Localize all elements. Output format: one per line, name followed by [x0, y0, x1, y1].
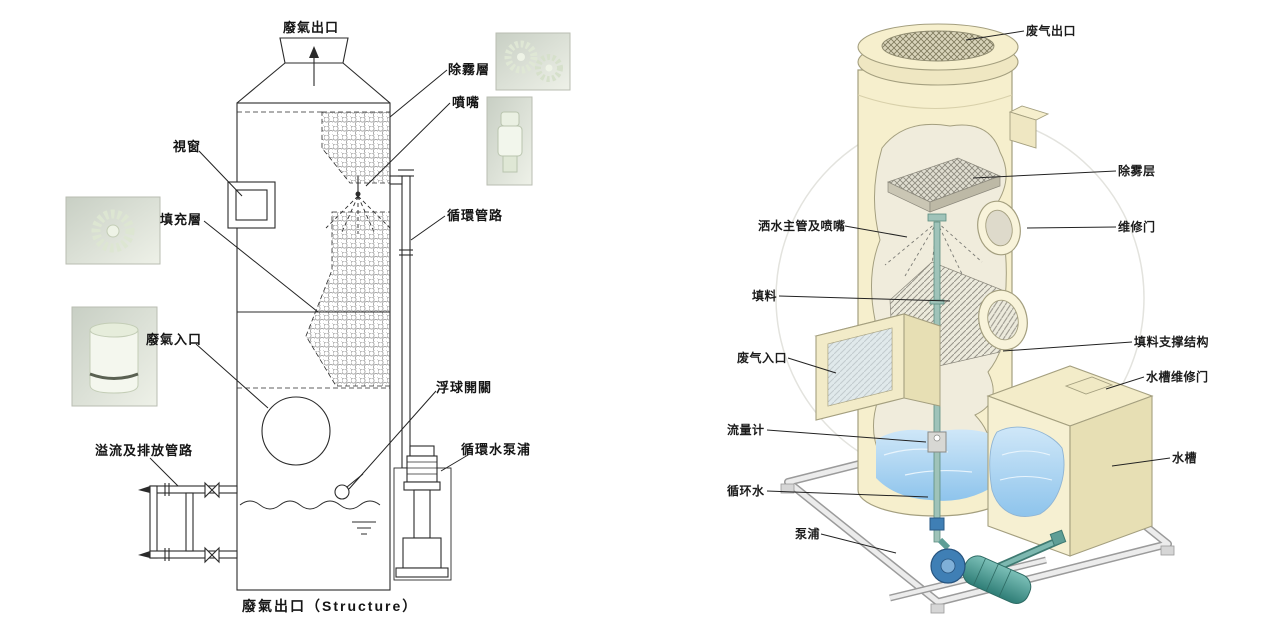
- label-demister-right: 除雾层: [1118, 164, 1156, 178]
- label-outlet-top: 廢氣出口: [283, 20, 340, 35]
- water-line: [239, 500, 381, 510]
- overflow-drain-piping: [138, 481, 238, 564]
- gas-inlet-port: [261, 396, 331, 466]
- maintenance-door-port: [977, 200, 1021, 256]
- packing-support-port: [978, 289, 1028, 351]
- demister-layer: [322, 112, 390, 183]
- photo-tank-cup: [71, 306, 158, 407]
- pump-assembly-3d: [930, 529, 1067, 604]
- label-tank-door: 水槽维修门: [1146, 370, 1209, 384]
- right-leader-lines: [766, 30, 1171, 554]
- gas-outlet-flange: [857, 23, 1019, 86]
- label-flow-meter: 流量计: [727, 423, 765, 437]
- pipe-valve: [929, 517, 945, 531]
- left-diagram-caption: 廢氣出口（Structure）: [242, 598, 419, 614]
- label-water-tank: 水槽: [1172, 451, 1198, 465]
- label-nozzle: 噴嘴: [452, 95, 481, 110]
- outlet-grating: [881, 30, 995, 62]
- label-window: 視窗: [173, 139, 202, 154]
- flow-meter-device: [927, 431, 947, 453]
- label-gas-inlet-left: 廢氣入口: [146, 332, 203, 347]
- label-packing-left: 填充層: [160, 212, 203, 227]
- packing-layer: [306, 212, 390, 386]
- tank-water-cutaway: [989, 426, 1065, 517]
- label-packing-right: 填料: [752, 289, 778, 303]
- left-structure-drawing: [138, 37, 452, 591]
- stub-flange: [1008, 105, 1050, 149]
- photo-packing-media: [65, 196, 161, 265]
- demister-slab-3d: [887, 157, 1001, 213]
- label-spray-header: 洒水主管及喷嘴: [758, 219, 846, 233]
- label-circulation-pipe: 循環管路: [447, 208, 504, 223]
- label-overflow-pipe: 溢流及排放管路: [95, 443, 194, 458]
- label-gas-inlet-right: 废气入口: [737, 351, 788, 365]
- circulation-pump-assembly: [393, 445, 452, 581]
- photo-insets: [65, 32, 571, 407]
- label-gas-outlet: 废气出口: [1026, 24, 1077, 38]
- label-float-switch: 浮球開關: [436, 380, 493, 395]
- label-circulation-water: 循环水: [727, 484, 765, 498]
- label-circulation-pump: 循環水泵浦: [461, 442, 532, 457]
- water-tank: [986, 365, 1154, 557]
- nozzle-tip: [355, 191, 361, 197]
- photo-demister-media: [495, 32, 571, 91]
- tank-top-door: [1064, 376, 1114, 395]
- float-switch-ball: [334, 484, 350, 500]
- label-demister-left: 除霧層: [448, 62, 491, 77]
- label-packing-support: 填料支撑结构: [1134, 335, 1210, 349]
- photo-spray-nozzle: [486, 96, 533, 186]
- gas-inlet-duct: [814, 313, 942, 421]
- label-maintenance-door: 维修门: [1118, 220, 1156, 234]
- right-isometric-illustration: [766, 23, 1175, 614]
- left-leader-lines: [149, 69, 469, 490]
- outlet-arrow-head: [309, 46, 319, 58]
- label-pump: 泵浦: [795, 527, 821, 541]
